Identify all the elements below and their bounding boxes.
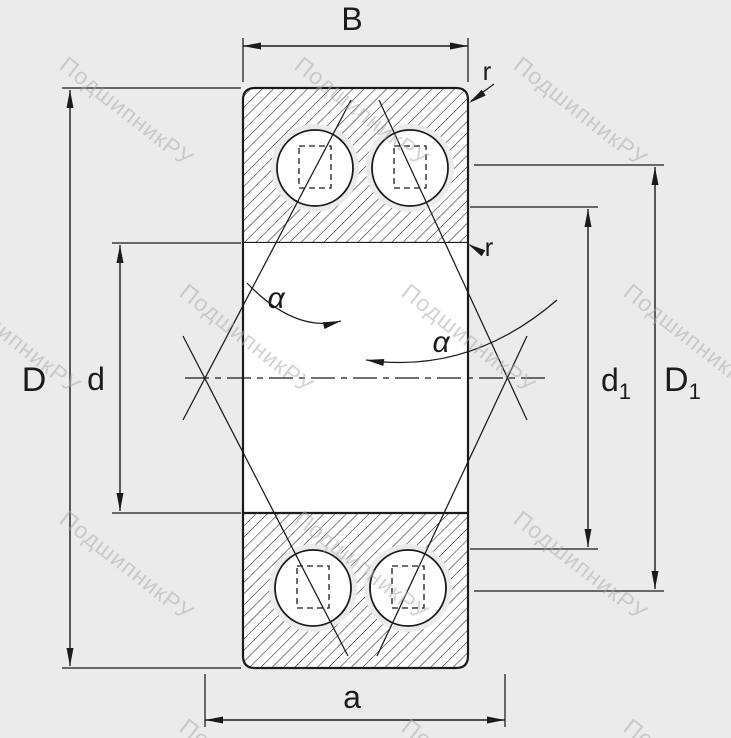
ball (369, 549, 447, 627)
contact-line-top-left (182, 99, 352, 421)
label-alpha-right: α (432, 326, 450, 359)
watermark-text: ПодшипникРУ (619, 713, 731, 738)
contact-line-top-right (378, 99, 528, 421)
dimension-a: a (204, 674, 506, 727)
dimension-r-top: r (469, 56, 495, 103)
contact-line-bottom-right (376, 335, 528, 657)
label-alpha-left: α (267, 282, 285, 315)
label-a: a (343, 679, 361, 715)
watermark-text: ПодшипникРУ (55, 51, 199, 171)
cage-pocket-dashed (393, 145, 427, 189)
dimension-B: B (242, 1, 469, 82)
label-D1: D1 (664, 361, 701, 404)
dimension-r-inner: r (468, 232, 494, 262)
label-r-top: r (483, 56, 492, 86)
dimension-alpha-right: α (365, 299, 558, 366)
dimension-d: d (87, 242, 241, 514)
dimension-alpha-left: α (246, 282, 342, 330)
cage-pocket-dashed (391, 565, 425, 609)
contact-lines (182, 99, 528, 657)
cage-pocket-dashed (296, 565, 330, 609)
dimension-D1: D1 (474, 164, 701, 592)
dimension-d1: d1 (470, 206, 631, 550)
watermark-text: ПодшипникРУ (509, 51, 653, 171)
label-r-inner: r (485, 232, 494, 262)
watermark-text: ПодшипникРУ (55, 505, 199, 625)
label-B: B (341, 1, 362, 37)
cage-pocket-dashed (298, 145, 332, 189)
label-d: d (87, 361, 105, 397)
watermark-text: ПодшипникРУ (509, 505, 653, 625)
dimension-D: D (22, 87, 241, 669)
watermark-text: ПодшипникРУ (397, 713, 541, 738)
watermark-text: ПодшипникРУ (175, 713, 319, 738)
contact-line-bottom-left (182, 335, 349, 657)
label-d1: d1 (601, 362, 631, 404)
label-D: D (22, 361, 47, 399)
